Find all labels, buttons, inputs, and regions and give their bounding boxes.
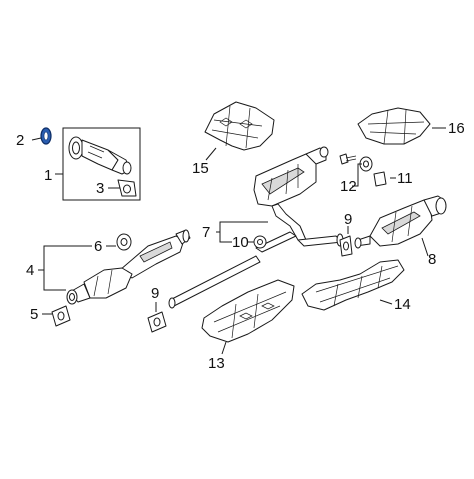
heat-shield-16[interactable] xyxy=(357,107,431,145)
hanger-10[interactable] xyxy=(253,235,267,249)
callout-3: 3 xyxy=(96,180,104,197)
heat-shield-15[interactable] xyxy=(204,101,275,151)
callout-2: 2 xyxy=(16,132,24,149)
callout-16: 16 xyxy=(448,120,465,137)
callout-11: 11 xyxy=(397,170,413,187)
callout-9-rear: 9 xyxy=(344,211,352,228)
callout-10: 10 xyxy=(232,234,249,251)
callout-12: 12 xyxy=(340,178,357,195)
leader-15 xyxy=(205,147,217,161)
callout-4: 4 xyxy=(26,262,34,279)
leader-12 xyxy=(352,163,362,187)
hanger-6[interactable] xyxy=(116,233,132,251)
callout-6: 6 xyxy=(94,238,102,255)
leader-7 xyxy=(216,221,268,243)
heat-shield-13[interactable] xyxy=(201,279,295,343)
heat-shield-14[interactable] xyxy=(301,259,405,311)
callout-13: 13 xyxy=(208,355,225,372)
leader-8 xyxy=(421,237,429,257)
callout-5: 5 xyxy=(30,306,38,323)
leader-13 xyxy=(221,341,227,355)
intermediate-pipe-assembly[interactable] xyxy=(66,229,191,305)
callout-7: 7 xyxy=(202,224,210,241)
leader-14 xyxy=(379,299,393,305)
leader-4 xyxy=(38,245,92,291)
gasket-9-front[interactable] xyxy=(147,311,167,333)
clamp-part-3[interactable] xyxy=(117,179,137,197)
center-muffler[interactable] xyxy=(253,146,344,253)
front-pipe[interactable] xyxy=(68,136,132,175)
hanger-11[interactable] xyxy=(359,156,387,187)
gasket-highlighted[interactable] xyxy=(40,127,52,145)
callout-9-front: 9 xyxy=(151,285,159,302)
callout-1: 1 xyxy=(44,167,52,184)
callout-8: 8 xyxy=(428,251,436,268)
rear-muffler-8[interactable] xyxy=(354,195,447,249)
leader-2 xyxy=(31,137,42,141)
part-1-box xyxy=(62,127,141,201)
center-pipe[interactable] xyxy=(168,255,261,309)
gasket-5[interactable] xyxy=(51,305,71,327)
bolt-12[interactable] xyxy=(339,153,357,165)
callout-14: 14 xyxy=(394,296,411,313)
callout-15: 15 xyxy=(192,160,209,177)
gasket-9-rear[interactable] xyxy=(339,235,353,257)
